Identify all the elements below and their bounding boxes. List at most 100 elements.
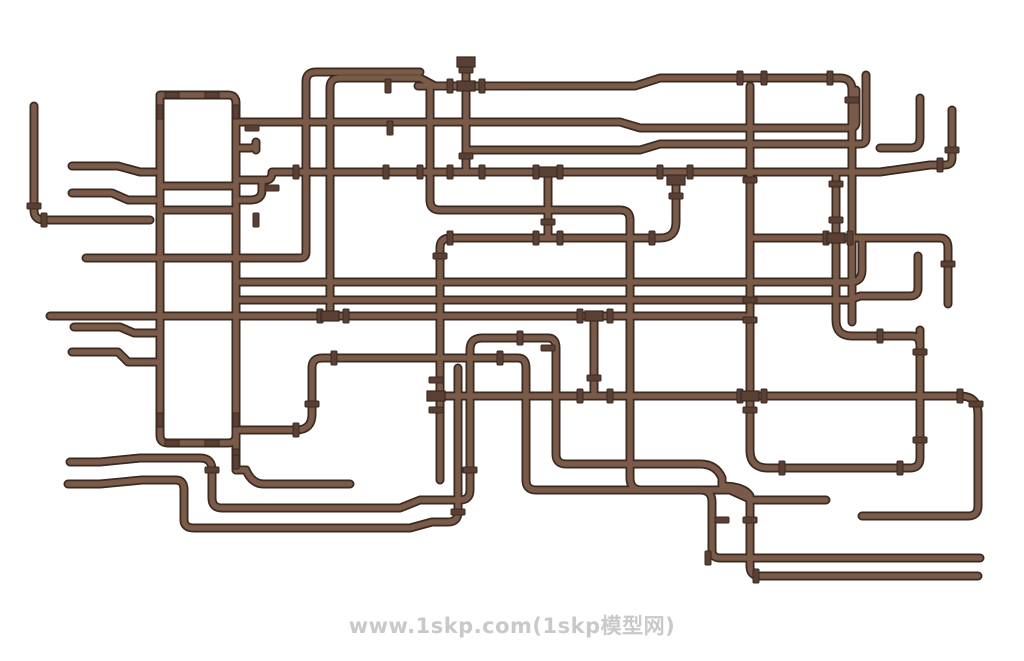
pipe-outline-0 [155, 90, 241, 448]
pipe-coupling-30 [828, 216, 844, 224]
pipe-outline-18 [875, 93, 925, 153]
pipe-coupling-68 [292, 164, 300, 180]
pipe-coupling-67 [264, 184, 280, 192]
pipe-segment-14 [327, 75, 855, 325]
pipe-coupling-9 [232, 454, 240, 470]
pipe-coupling-70 [416, 164, 424, 180]
pipe-coupling-10 [458, 66, 474, 74]
pipe-segment-22 [833, 169, 923, 349]
pipe-segment-7 [69, 349, 163, 365]
pipe-segment-18 [877, 95, 923, 151]
pipe-coupling-6 [164, 439, 180, 447]
pipe-segment-31 [65, 365, 461, 531]
pipe-coupling-26 [826, 70, 834, 86]
tee-fitting-4 [320, 310, 340, 322]
watermark-text: www.1skp.com(1skp模型网) [348, 614, 676, 638]
pipe-coupling-52 [606, 388, 614, 404]
tee-fitting-7 [426, 390, 446, 402]
tee-fitting-6 [826, 232, 846, 244]
pipe-coupling-76 [204, 466, 220, 474]
pipe-coupling-45 [944, 146, 960, 154]
pipe-coupling-56 [292, 422, 300, 438]
pipe-coupling-22 [686, 164, 694, 180]
pipe-coupling-50 [586, 374, 602, 382]
pipe-coupling-16 [532, 164, 540, 180]
tee-fitting-3 [584, 310, 604, 322]
pipe-coupling-81 [704, 550, 712, 566]
pipe-coupling-5 [156, 412, 164, 428]
pipe-coupling-24 [736, 70, 744, 86]
pipe-coupling-43 [940, 260, 956, 268]
pipe-coupling-13 [458, 152, 474, 160]
pipe-coupling-3 [156, 104, 164, 120]
tee-fitting-5 [740, 390, 760, 402]
pipe-coupling-69 [382, 164, 390, 180]
pipe-coupling-32 [846, 230, 854, 246]
pipe-segment-30 [67, 335, 981, 579]
pipe-coupling-62 [432, 252, 448, 260]
pipe-coupling-20 [556, 230, 564, 246]
pipe-coupling-39 [876, 328, 884, 344]
pipe-segment-2 [69, 163, 158, 175]
pipe-coupling-53 [428, 376, 444, 384]
pipe-segment-0 [157, 92, 239, 446]
pipe-segment-3 [69, 190, 158, 203]
pipe-coupling-51 [576, 388, 584, 404]
pipe-outline-4 [81, 67, 425, 263]
tee-fitting-2 [538, 166, 558, 178]
pipe-segment-19 [437, 177, 679, 483]
pipe-coupling-15 [478, 164, 486, 180]
pipe-coupling-4 [232, 412, 240, 428]
pipe-coupling-7 [204, 439, 220, 447]
pipe-coupling-77 [462, 466, 478, 474]
pipe-coupling-48 [576, 308, 584, 324]
pipe-segment-32 [627, 217, 829, 503]
pipe-segment-6 [71, 324, 163, 336]
pipe-coupling-40 [912, 436, 928, 444]
pipe-coupling-36 [760, 388, 768, 404]
pipe-coupling-21 [656, 164, 664, 180]
pipe-coupling-72 [244, 124, 260, 132]
pipe-coupling-37 [742, 406, 758, 414]
pipe-coupling-23 [668, 192, 684, 200]
pipe-segment-29 [233, 467, 353, 487]
pipe-segment-11 [233, 179, 265, 203]
pipe-coupling-34 [742, 316, 758, 324]
pipe-coupling-74 [516, 330, 524, 346]
pipe-coupling-59 [968, 400, 984, 408]
pipe-coupling-66 [252, 212, 260, 228]
pipe-fittings [26, 56, 984, 584]
tee-fitting-0 [456, 56, 476, 68]
pipe-coupling-73 [386, 120, 394, 136]
pipe-coupling-78 [450, 508, 466, 516]
pipe-coupling-14 [446, 164, 454, 180]
pipe-coupling-19 [532, 230, 540, 246]
pipe-segment-24 [237, 253, 921, 303]
pipe-coupling-65 [40, 212, 48, 228]
pipe-segment-25 [237, 235, 865, 285]
pipe-coupling-60 [956, 388, 964, 404]
pipe-segment-17 [467, 72, 869, 153]
pipe-coupling-75 [540, 344, 556, 352]
pipe-coupling-57 [330, 350, 338, 366]
pipe-coupling-18 [540, 218, 556, 226]
pipe-coupling-17 [556, 164, 564, 180]
pipe-segment-27 [433, 393, 981, 519]
pipe-outline-32 [625, 215, 831, 505]
pipe-segment-33 [427, 83, 633, 223]
pipe-segment-10 [233, 107, 955, 183]
pipe-coupling-80 [742, 516, 758, 524]
pipe-coupling-61 [446, 230, 454, 246]
tee-fitting-8 [666, 174, 686, 186]
pipe-coupling-79 [714, 516, 730, 524]
pipe-coupling-44 [936, 157, 944, 173]
pipe-coupling-54 [428, 406, 444, 414]
pipe-segment-23 [747, 235, 951, 307]
pipe-segment-21 [747, 83, 923, 471]
pipe-coupling-49 [606, 308, 614, 324]
pipe-coupling-0 [164, 91, 180, 99]
pipe-coupling-33 [742, 296, 758, 304]
pipe-coupling-47 [342, 308, 350, 324]
pipe-coupling-12 [478, 78, 486, 94]
